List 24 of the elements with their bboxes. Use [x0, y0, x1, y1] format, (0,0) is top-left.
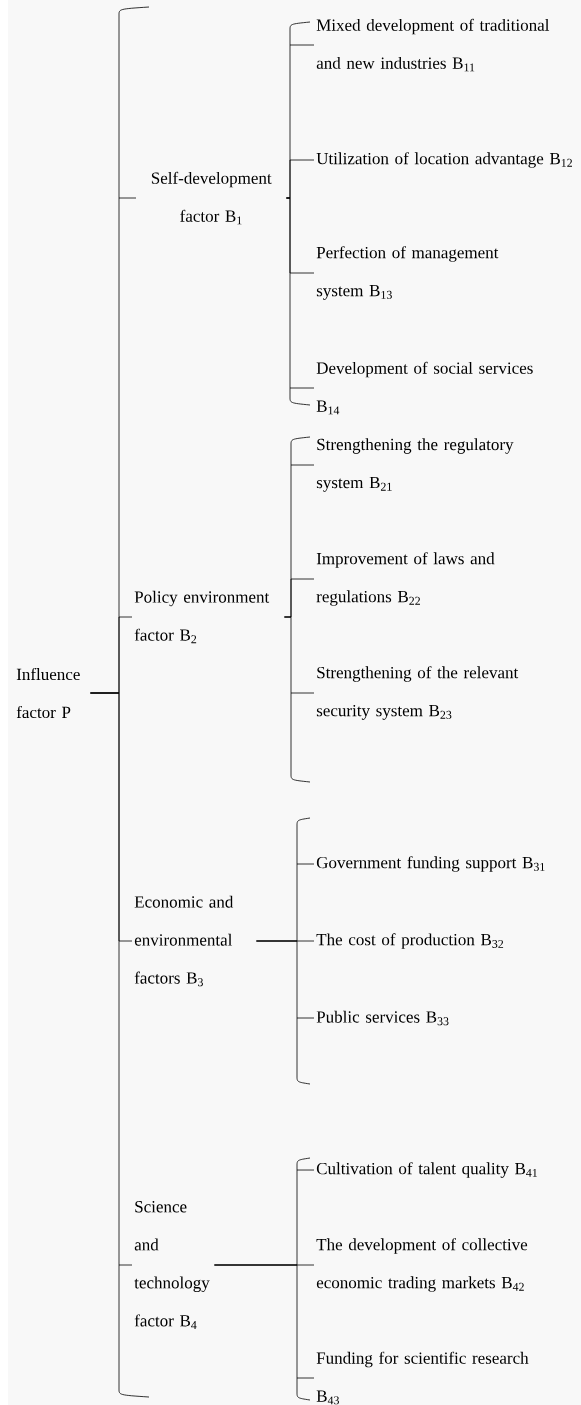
node-label: Policy environment factor B$_{2}$: [134, 590, 270, 644]
node-label: Science and technology factor B$_{4}$: [134, 1201, 210, 1329]
node-label: Utilization of location advantage B$_{12}$: [316, 152, 572, 168]
node-label: Improvement of laws and regulations B$_{22}$: [316, 552, 495, 606]
node-label: Strengthening the regulatory system B$_{21}$: [316, 438, 514, 492]
node-label: Perfection of management system B$_{13}$: [316, 246, 499, 300]
bracket-line: [256, 940, 315, 1019]
bracket-line: [214, 1264, 315, 1379]
bracket-line: [286, 197, 315, 389]
node-label: The cost of production B$_{32}$: [316, 933, 504, 949]
bracket-line: [286, 159, 315, 199]
bracket-line: [284, 616, 315, 694]
node-label: Government funding support B$_{31}$: [316, 856, 545, 872]
node-label: Public services B$_{33}$: [316, 1010, 449, 1026]
node-label: Development of social services B$_{14}$: [316, 361, 533, 415]
bracket-line: [90, 692, 133, 1266]
node-label: Funding for scientific research B$_{43}$: [316, 1351, 529, 1405]
node-label: Self-development factor B$_{1}$: [151, 171, 272, 225]
node-label: Economic and environmental factors B$_{3}$: [134, 895, 234, 987]
node-label: Strengthening of the relevant security system B$_{23}$: [316, 666, 519, 720]
node-label: Cultivation of talent quality B$_{41}$: [316, 1162, 538, 1178]
node-label: The development of collective economic trading markets B$_{42}$: [316, 1238, 528, 1292]
node-label: Influence factor P: [16, 667, 80, 719]
node-label: Mixed development of traditional and new industries B$_{11}$: [316, 18, 550, 72]
